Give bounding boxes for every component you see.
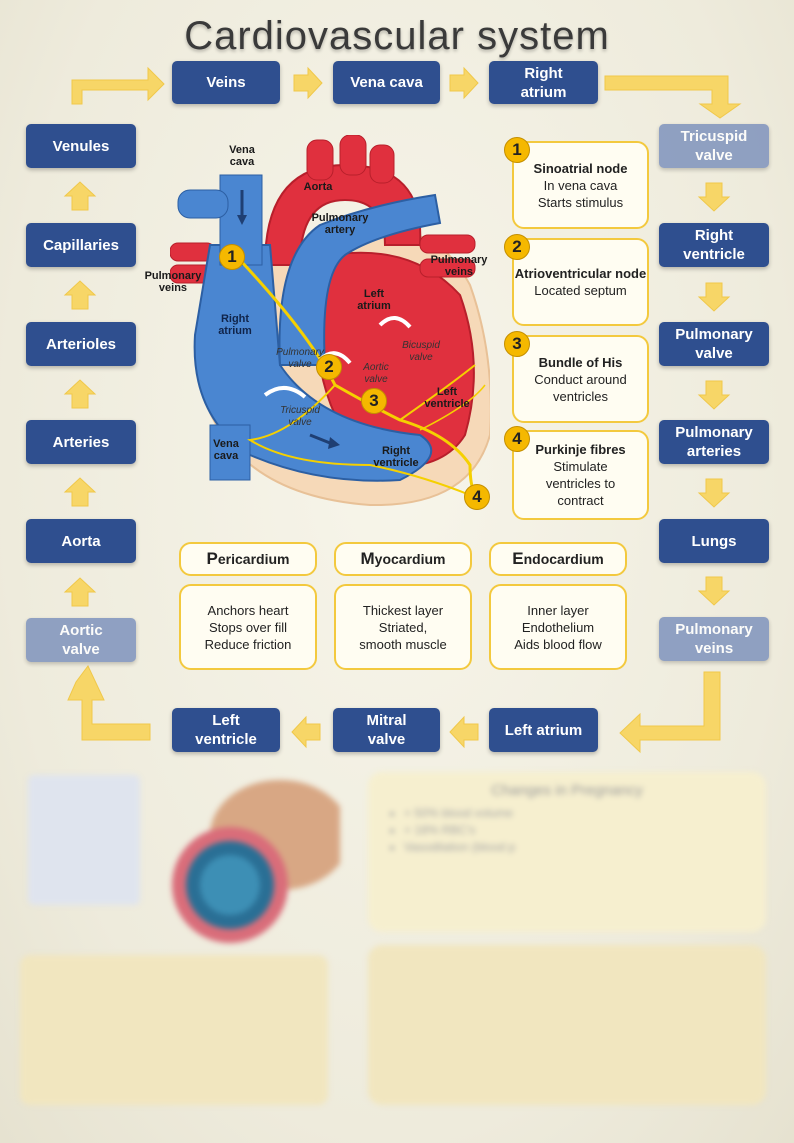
label-left-atrium: Left atrium <box>357 288 391 312</box>
marker-4: 4 <box>464 484 490 510</box>
arrow-venules-veins <box>71 66 165 105</box>
info-number-4: 4 <box>504 426 530 452</box>
aorta-branch <box>306 139 334 181</box>
info-line: contract <box>557 493 604 508</box>
list-item: Vasodilation (blood p <box>404 839 766 856</box>
aorta-branch <box>339 135 367 176</box>
layer-body-pericardium: Anchors heart Stops over fill Reduce fri… <box>179 584 317 670</box>
box-pulmonary-valve: Pulmonary valve <box>659 322 769 366</box>
label-vena-cava-bottom: Vena cava <box>213 438 239 462</box>
blurred-panel <box>368 945 766 1105</box>
box-lungs: Lungs <box>659 519 769 563</box>
pregnancy-heading: Changes in Pregnancy <box>491 782 643 799</box>
arrow-venacava-ra <box>449 67 479 99</box>
box-right-atrium: Right atrium <box>489 61 598 104</box>
box-left-atrium: Left atrium <box>489 708 598 752</box>
list-item: + 18% RBC's <box>404 822 766 839</box>
info-heading: Sinoatrial node <box>533 160 628 176</box>
box-mitral-valve: Mitral valve <box>333 708 440 752</box>
label-tricuspid-valve: Tricuspid valve <box>280 405 320 428</box>
info-heading: Atrioventricular node <box>514 266 647 281</box>
info-bundle-of-his: Bundle of His Conduct around ventricles <box>512 335 649 423</box>
flow-arrows <box>64 66 742 754</box>
info-line: ventricles to <box>545 476 616 491</box>
pregnancy-list: + 50% blood volume + 18% RBC's Vasodilat… <box>368 805 766 856</box>
pulmonary-vein-right <box>419 258 476 278</box>
box-arterioles: Arterioles <box>26 322 136 366</box>
info-purkinje-fibres: Purkinje fibres Stimulate ventricles to … <box>512 430 649 520</box>
label-right-ventricle: Right ventricle <box>373 445 419 469</box>
pulmonary-artery-shape <box>278 193 442 366</box>
aorta-branch <box>369 144 395 184</box>
info-line: Stimulate <box>553 459 608 474</box>
blurred-panel <box>28 775 140 905</box>
arrow-lv-aortic <box>67 665 151 741</box>
label-vena-cava-top: Vena cava <box>229 144 255 168</box>
arrow-veins-venacava <box>293 67 323 99</box>
info-line: In vena cava <box>543 177 618 193</box>
list-item: + 50% blood volume <box>404 805 766 822</box>
box-right-ventricle: Right ventricle <box>659 223 769 267</box>
layer-initial: P <box>206 549 218 568</box>
label-right-atrium: Right atrium <box>218 313 252 337</box>
label-pulmonary-artery: Pulmonary artery <box>311 212 369 236</box>
tricuspid-valve-shape <box>263 386 307 399</box>
label-pulmonary-valve: Pulmonary valve <box>276 347 324 370</box>
info-sinoatrial-node: Sinoatrial node In vena cava Starts stim… <box>512 141 649 229</box>
label-left-ventricle: Left ventricle <box>424 386 470 410</box>
box-left-ventricle: Left ventricle <box>172 708 280 752</box>
label-pulmonary-veins-left: Pulmonary veins <box>144 270 202 294</box>
inferior-vena-cava <box>209 424 251 481</box>
info-line: Conduct around <box>534 371 627 387</box>
box-tricuspid-valve: Tricuspid valve <box>659 124 769 168</box>
heart-diagram <box>170 135 490 507</box>
info-heading: Purkinje fibres <box>535 442 626 457</box>
layer-rest: ericardium <box>217 551 290 567</box>
box-arteries: Arteries <box>26 420 136 464</box>
info-atrioventricular-node: Atrioventricular node Located septum <box>512 238 649 326</box>
info-line: Located septum <box>534 283 627 298</box>
box-venules: Venules <box>26 124 136 168</box>
box-pulmonary-arteries: Pulmonary arteries <box>659 420 769 464</box>
label-bicuspid-valve: Bicuspid valve <box>402 340 440 363</box>
box-capillaries: Capillaries <box>26 223 136 267</box>
layer-initial: M <box>360 549 375 568</box>
vessel-image <box>172 780 340 943</box>
marker-1: 1 <box>219 244 245 270</box>
arrow-ra-tricuspid <box>604 75 742 119</box>
right-heart-shape <box>193 244 433 482</box>
info-number-1: 1 <box>504 137 530 163</box>
label-aorta: Aorta <box>303 181 333 193</box>
marker-3: 3 <box>361 388 387 414</box>
layer-initial: E <box>512 549 524 568</box>
conduction-path <box>238 258 477 496</box>
blurred-panel <box>20 955 328 1105</box>
layer-body-myocardium: Thickest layer Striated, smooth muscle <box>334 584 472 670</box>
info-heading: Bundle of His <box>538 354 623 370</box>
box-pulmonary-veins: Pulmonary veins <box>659 617 769 661</box>
box-aortic-valve: Aortic valve <box>26 618 136 662</box>
page-title: Cardiovascular system <box>184 14 610 58</box>
box-aorta: Aorta <box>26 519 136 563</box>
layer-body-endocardium: Inner layer Endothelium Aids blood flow <box>489 584 627 670</box>
label-aortic-valve: Aortic valve <box>363 362 389 385</box>
layer-rest: yocardium <box>374 551 446 567</box>
label-pulmonary-veins-right: Pulmonary veins <box>430 254 488 278</box>
info-number-3: 3 <box>504 331 530 357</box>
info-line: Starts stimulus <box>537 194 624 210</box>
box-veins: Veins <box>172 61 280 104</box>
pulmonary-vein-right <box>419 234 476 254</box>
marker-2: 2 <box>316 354 342 380</box>
info-line: ventricles <box>553 388 608 404</box>
aorta-shape <box>263 163 422 266</box>
arrow-pv-la <box>619 671 721 754</box>
pregnancy-panel: Changes in Pregnancy + 50% blood volume … <box>368 772 766 932</box>
info-number-2: 2 <box>504 234 530 260</box>
layer-rest: ndocardium <box>523 551 604 567</box>
box-vena-cava: Vena cava <box>333 61 440 104</box>
